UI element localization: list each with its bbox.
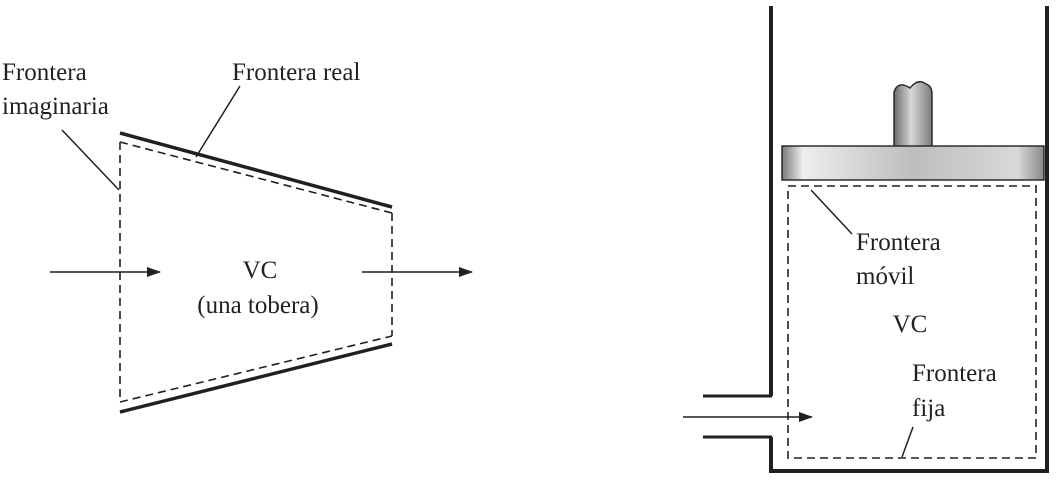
nozzle-upper-wall [119,131,393,209]
real-boundary-label: Frontera real [232,59,360,86]
piston-cylinder-diagram: Frontera móvil VC Frontera fija [683,6,1049,473]
nozzle-cv-label: VC [243,257,278,284]
nozzle-diagram: Frontera imaginaria Frontera real VC (un… [2,59,473,414]
fixed-boundary-leader [901,426,914,458]
fixed-boundary-label-line2: fija [912,395,945,422]
cylinder-cv-label: VC [893,311,928,338]
fixed-boundary-label-line1: Frontera [912,360,997,387]
moving-boundary-label-line2: móvil [856,263,914,290]
imaginary-boundary-leader [61,129,120,191]
imaginary-boundary-label-line2: imaginaria [2,93,109,120]
real-boundary-leader [195,85,241,158]
nozzle-cv-sublabel: (una tobera) [197,292,318,319]
piston-rod [893,81,933,148]
moving-boundary-label-line1: Frontera [856,229,941,256]
cylinder-control-surface [787,185,1037,459]
imaginary-boundary-label-line1: Frontera [2,59,87,86]
moving-boundary-leader [810,189,853,235]
piston [781,145,1045,181]
nozzle-lower-wall [119,342,393,414]
